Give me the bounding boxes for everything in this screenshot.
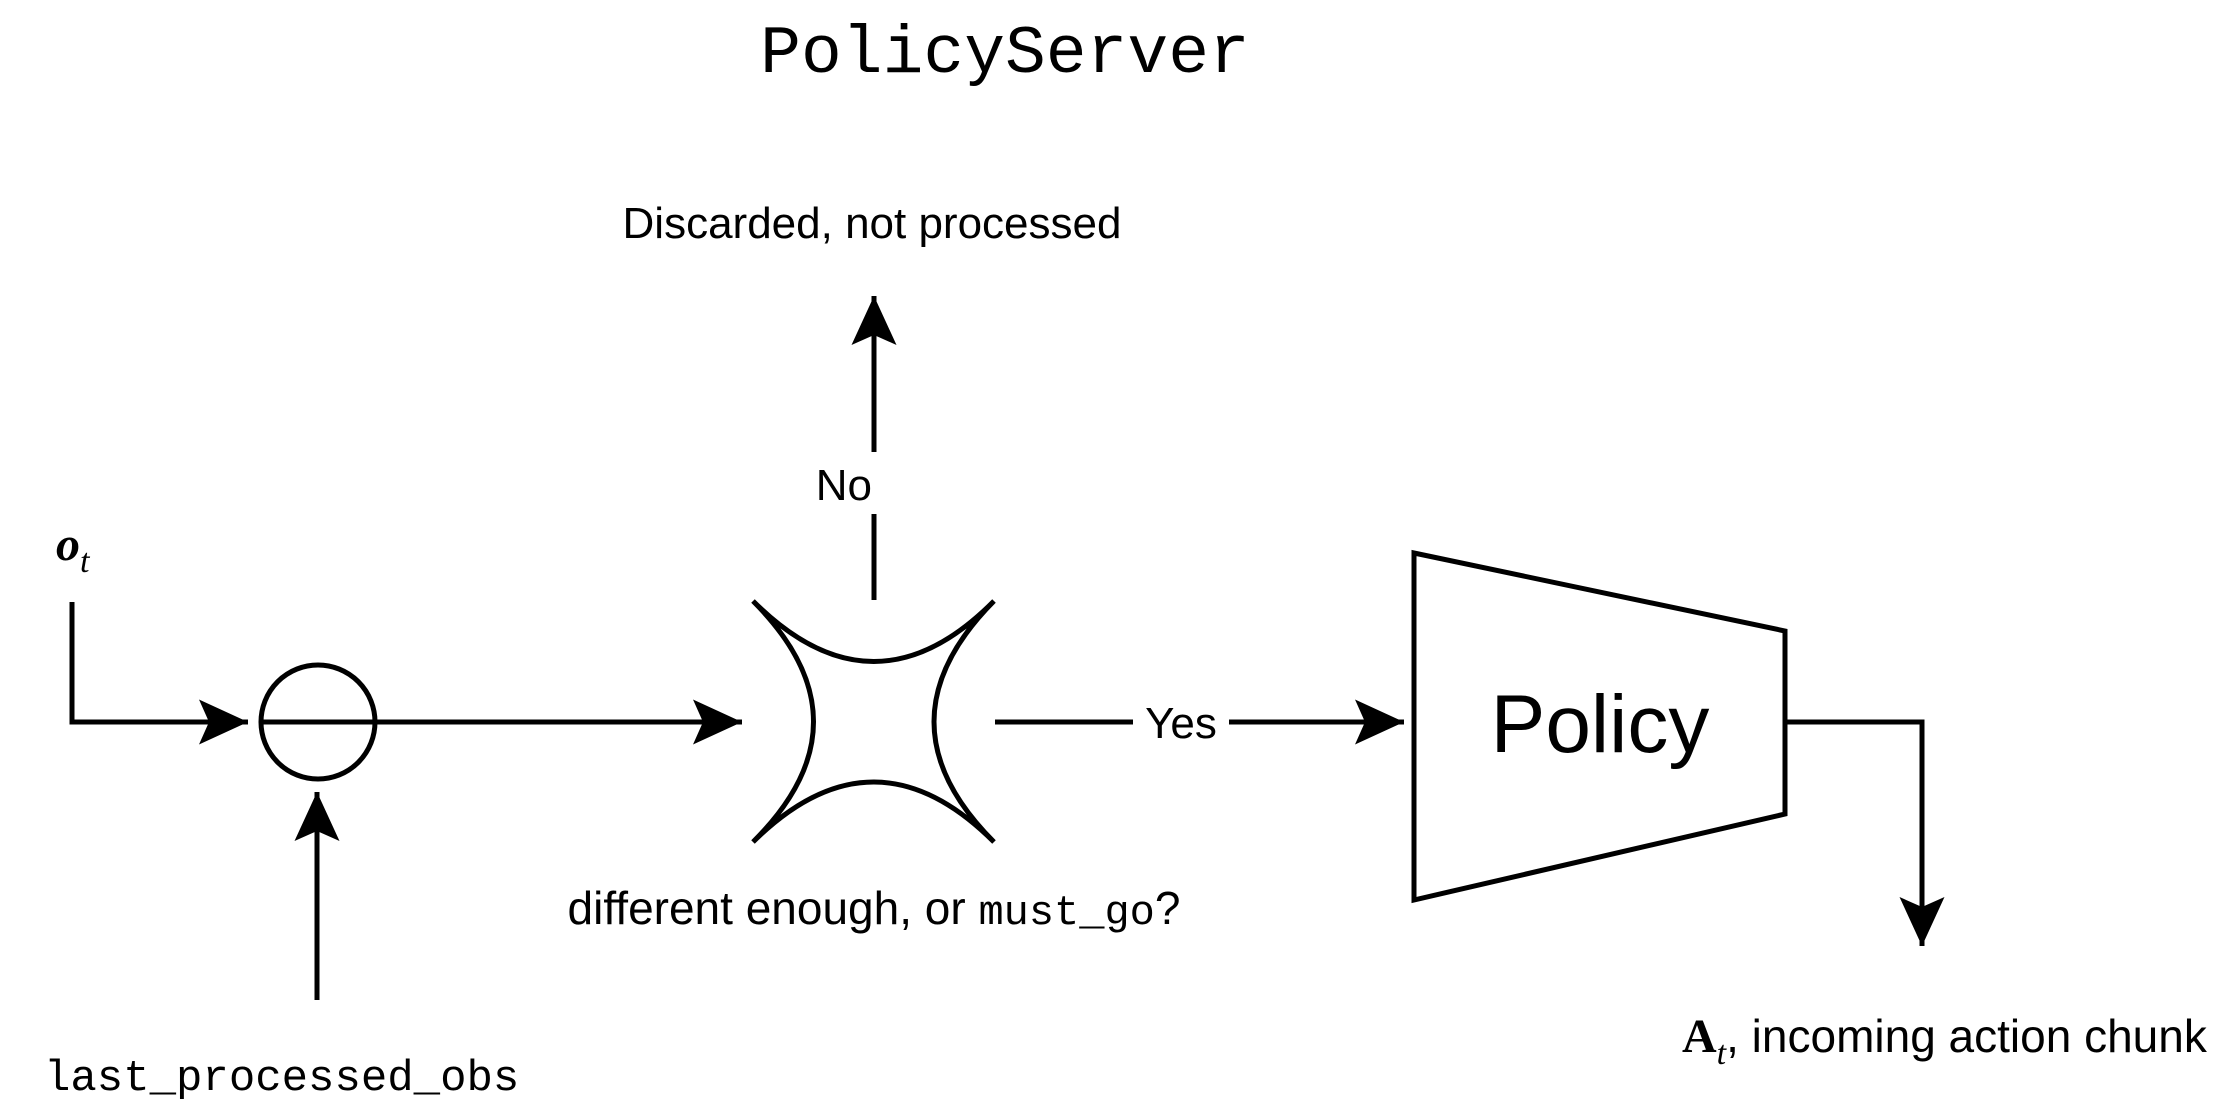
discarded-output-label: Discarded, not processed [623,199,1122,248]
observation-symbol: o [56,518,80,571]
page-title: PolicyServer [760,16,1250,93]
decision-caption-code: must_go [978,889,1154,937]
edge-observation-to-junction [69,602,249,745]
no-label-plate [836,452,912,514]
action-suffix: , incoming action chunk [1726,1010,2208,1062]
action-symbol: A [1682,1010,1717,1063]
yes-label-plate [1133,692,1229,752]
observation-input-label: ot [56,518,91,580]
decision-caption-suffix: ? [1155,882,1181,934]
action-chunk-output-label: At, incoming action chunk [1682,1010,2208,1072]
policy-block-label: Policy [1491,679,1710,770]
decision-caption: different enough, or must_go? [568,882,1181,937]
edge-label-no: No [816,461,872,510]
observation-subscript: t [80,543,91,580]
edge-policy-to-action-chunk [1785,719,1945,947]
last-processed-obs-label: last_processed_obs [44,1054,519,1104]
edge-label-yes: Yes [1145,699,1217,748]
policy-block [1411,549,1788,904]
decision-caption-prefix: different enough, or [568,882,979,934]
decision-star [751,599,996,844]
action-subscript: t [1717,1035,1728,1072]
